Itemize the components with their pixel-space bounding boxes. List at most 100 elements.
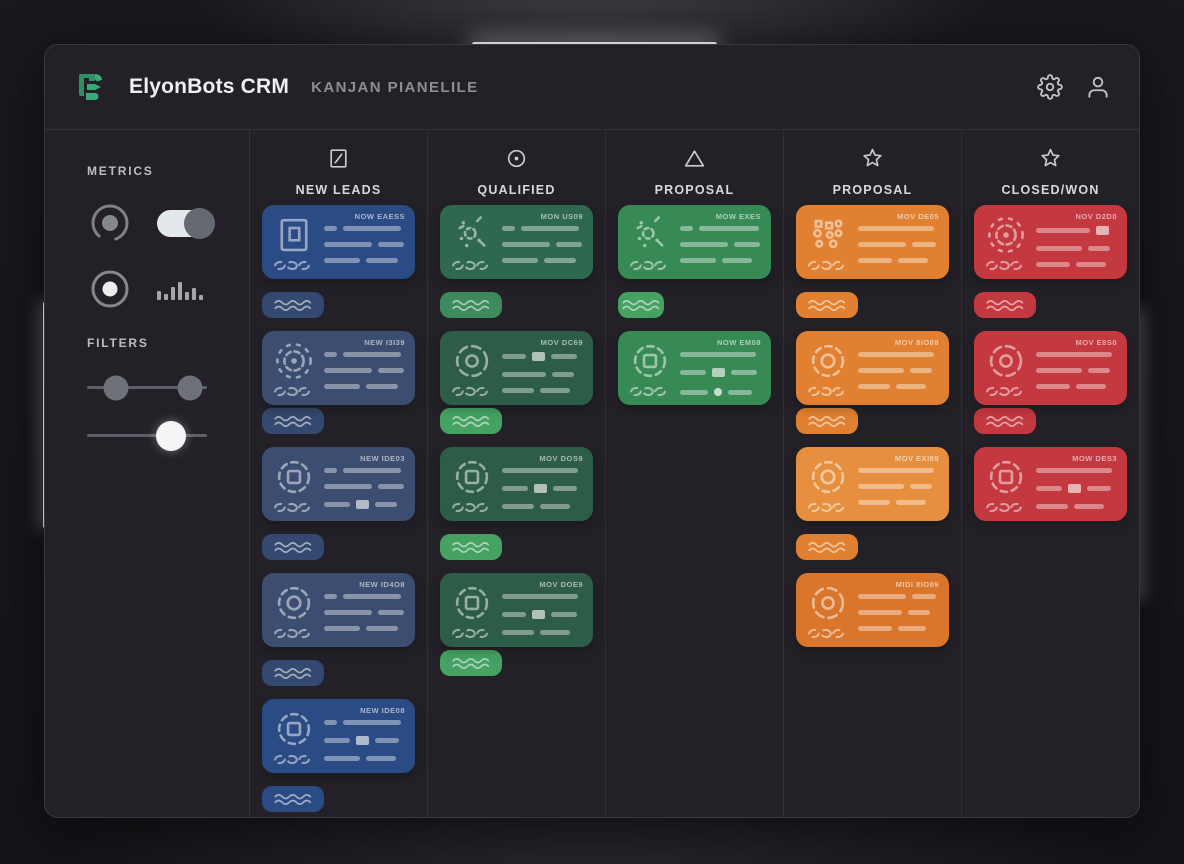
chain-link-icon bbox=[273, 501, 311, 514]
crm-card[interactable]: MOV DOE9 bbox=[440, 573, 593, 647]
line-segment bbox=[731, 370, 757, 375]
tag-pill[interactable] bbox=[796, 292, 858, 318]
tag-pill[interactable] bbox=[440, 650, 502, 676]
tag-pill[interactable] bbox=[440, 408, 502, 434]
crm-card[interactable]: MOV 8IO88 bbox=[796, 331, 949, 405]
card-line-row bbox=[680, 258, 761, 263]
gauge-ring-icon[interactable] bbox=[87, 200, 133, 246]
line-segment bbox=[502, 372, 546, 377]
radio-ring-icon[interactable] bbox=[87, 266, 133, 312]
tag-pill[interactable] bbox=[796, 534, 858, 560]
line-segment bbox=[556, 242, 582, 247]
tag-pill[interactable] bbox=[262, 660, 324, 686]
crm-card[interactable]: MOW DES3 bbox=[974, 447, 1127, 521]
tag-pill[interactable] bbox=[974, 408, 1036, 434]
card-line-row bbox=[324, 242, 405, 247]
slider-knob[interactable] bbox=[103, 375, 129, 401]
line-segment bbox=[502, 630, 534, 635]
filter-value-slider[interactable] bbox=[87, 420, 207, 452]
card-line-row bbox=[858, 242, 939, 247]
sidebar: METRICS FIL bbox=[45, 130, 250, 817]
line-segment bbox=[378, 368, 404, 373]
line-segment bbox=[343, 352, 401, 357]
card-line-row bbox=[858, 626, 939, 631]
app-header: ElyonBots CRM KANJAN PIANELILE bbox=[45, 45, 1139, 130]
line-dot bbox=[714, 388, 722, 396]
line-segment bbox=[898, 626, 926, 631]
crm-card[interactable]: NOW EM08 bbox=[618, 331, 771, 405]
line-segment bbox=[734, 242, 760, 247]
settings-button[interactable] bbox=[1037, 74, 1063, 100]
tag-pill[interactable] bbox=[974, 292, 1036, 318]
card-line-row bbox=[324, 720, 405, 725]
card-badge: NOW EAESS bbox=[354, 212, 405, 221]
filters-section-label: FILTERS bbox=[87, 336, 149, 350]
crm-card[interactable]: MOV DE05 bbox=[796, 205, 949, 279]
crm-card[interactable]: MOV EXI89 bbox=[796, 447, 949, 521]
line-knob bbox=[356, 736, 369, 745]
card-line-row bbox=[324, 368, 405, 373]
card-badge: NOW EM08 bbox=[716, 338, 761, 347]
line-segment bbox=[366, 258, 398, 263]
line-segment bbox=[858, 242, 906, 247]
crm-card[interactable]: NEW IDE08 bbox=[262, 699, 415, 773]
gear-ring-icon bbox=[985, 340, 1027, 382]
crm-card[interactable]: MOV DC69 bbox=[440, 331, 593, 405]
crm-card[interactable]: NOW EAESS bbox=[262, 205, 415, 279]
tag-pill[interactable] bbox=[796, 408, 858, 434]
tag-pill[interactable] bbox=[618, 292, 664, 318]
card-line-row bbox=[324, 610, 405, 615]
card-placeholder-lines bbox=[1036, 226, 1117, 267]
line-segment bbox=[552, 372, 574, 377]
crm-card[interactable]: MOV E8S0 bbox=[974, 331, 1127, 405]
bar-chart-icon[interactable] bbox=[157, 278, 203, 300]
slider-knob[interactable] bbox=[177, 375, 203, 401]
crm-card[interactable]: MON US09 bbox=[440, 205, 593, 279]
line-segment bbox=[1087, 486, 1111, 491]
metrics-toggle[interactable] bbox=[157, 207, 215, 239]
card-badge: NEW IDE03 bbox=[360, 454, 405, 463]
tag-pill[interactable] bbox=[262, 408, 324, 434]
tag-pill[interactable] bbox=[262, 534, 324, 560]
tag-pill[interactable] bbox=[440, 534, 502, 560]
crm-card[interactable]: MIDI 8IO89 bbox=[796, 573, 949, 647]
gear-round-icon bbox=[807, 456, 849, 498]
profile-button[interactable] bbox=[1085, 74, 1111, 100]
tag-pill[interactable] bbox=[262, 786, 324, 812]
line-segment bbox=[502, 388, 534, 393]
crm-card[interactable]: MOW EXES bbox=[618, 205, 771, 279]
crm-card[interactable]: NEW IDE03 bbox=[262, 447, 415, 521]
line-segment bbox=[1076, 262, 1106, 267]
sparkle-icon bbox=[629, 214, 671, 256]
line-segment bbox=[324, 352, 337, 357]
line-segment bbox=[1036, 228, 1090, 233]
line-segment bbox=[858, 484, 904, 489]
squiggle-icon bbox=[272, 540, 314, 555]
gear-square-icon bbox=[273, 456, 315, 498]
tag-pill[interactable] bbox=[440, 292, 502, 318]
line-segment bbox=[1036, 246, 1082, 251]
crm-card[interactable]: MOV DOS9 bbox=[440, 447, 593, 521]
line-segment bbox=[502, 226, 515, 231]
card-line-row bbox=[1036, 226, 1117, 235]
line-segment bbox=[680, 226, 693, 231]
line-segment bbox=[680, 389, 708, 395]
card-badge: MOW EXES bbox=[715, 212, 761, 221]
tag-pill[interactable] bbox=[262, 292, 324, 318]
line-segment bbox=[502, 486, 528, 491]
crm-card[interactable]: NEW ID4O8 bbox=[262, 573, 415, 647]
line-segment bbox=[1036, 486, 1062, 491]
gear-square-icon bbox=[451, 456, 493, 498]
card-badge: MOV DOS9 bbox=[539, 454, 583, 463]
line-segment bbox=[343, 226, 401, 231]
squiggle-icon bbox=[272, 414, 314, 429]
slider-knob[interactable] bbox=[156, 421, 186, 451]
filter-range-slider[interactable] bbox=[87, 372, 207, 404]
crm-card[interactable]: NEW I3I39 bbox=[262, 331, 415, 405]
crm-card[interactable]: NOV D2D0 bbox=[974, 205, 1127, 279]
squiggle-icon bbox=[620, 298, 662, 313]
